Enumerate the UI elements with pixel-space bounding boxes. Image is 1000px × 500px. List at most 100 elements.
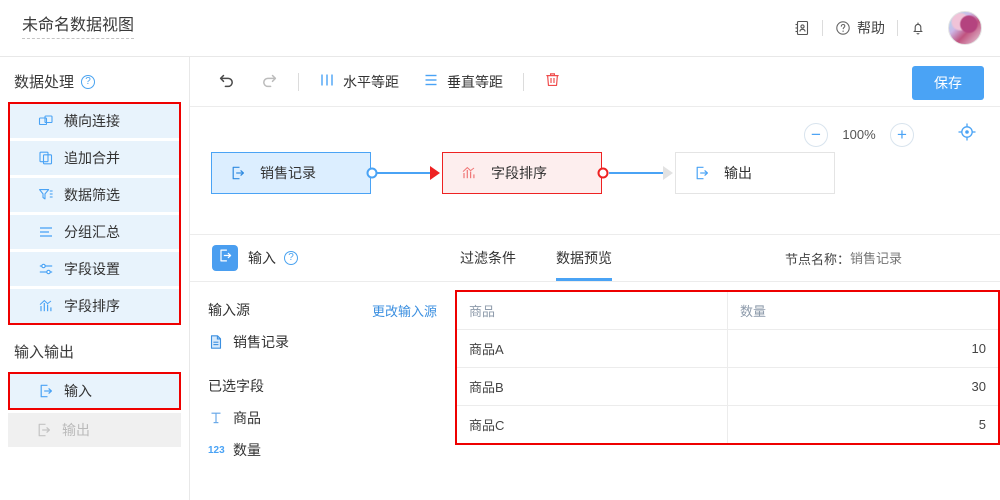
flow-node-sales-record[interactable]: 销售记录 <box>211 152 378 194</box>
node-name-field-group: 节点名称： <box>785 249 1000 268</box>
sidebar-item-append-merge[interactable]: 追加合并 <box>10 141 179 175</box>
flow-arrow-1 <box>430 166 440 180</box>
sidebar-item-input[interactable]: 输入 <box>10 374 179 408</box>
tab-data-preview[interactable]: 数据预览 <box>556 248 612 281</box>
flow-node-label: 销售记录 <box>260 165 316 181</box>
sidebar-item-label: 数据筛选 <box>64 187 120 203</box>
flow-wire-1 <box>377 172 435 174</box>
undo-button[interactable] <box>206 70 248 93</box>
question-circle-icon[interactable]: ? <box>284 251 298 265</box>
sidebar-section-title-io: 输入输出 <box>14 344 75 361</box>
group-summary-icon <box>38 224 54 240</box>
delete-button[interactable] <box>532 71 573 93</box>
document-icon <box>208 334 224 350</box>
horizontal-distribute-label: 水平等距 <box>343 73 399 90</box>
sidebar-item-label: 分组汇总 <box>64 224 120 240</box>
redo-icon <box>260 70 278 93</box>
contacts-icon <box>794 20 810 36</box>
zoom-controls: − 100% + <box>804 121 978 148</box>
sidebar-item-label: 字段排序 <box>64 298 120 314</box>
input-icon <box>218 248 233 268</box>
sidebar-section-data-processing: 数据处理 ? <box>0 57 189 102</box>
notifications-button[interactable] <box>898 20 938 36</box>
input-icon <box>38 383 54 399</box>
panel-right-preview: 商品 数量 商品A 10 商品B 30 <box>455 282 1000 500</box>
detail-panel: 输入 ? 过滤条件 数据预览 节点名称： 输入源 更改输入源 <box>190 235 1000 500</box>
save-button[interactable]: 保存 <box>912 66 984 100</box>
divider <box>523 72 524 91</box>
vertical-distribute-label: 垂直等距 <box>447 73 503 90</box>
source-item[interactable]: 销售记录 <box>208 332 437 352</box>
table-row[interactable]: 商品A 10 <box>456 329 999 368</box>
undo-icon <box>218 70 236 93</box>
flow-node-output[interactable]: 输出 <box>675 152 835 194</box>
filter-icon <box>38 187 54 203</box>
bell-icon <box>910 20 926 36</box>
source-row: 输入源 更改输入源 <box>208 300 437 320</box>
panel-title: 输入 <box>248 250 276 266</box>
node-output-port[interactable] <box>366 167 378 179</box>
sidebar-item-horizontal-join[interactable]: 横向连接 <box>10 104 179 138</box>
field-item-quantity[interactable]: 123 数量 <box>208 440 437 460</box>
plus-icon: + <box>897 125 907 144</box>
contacts-button[interactable] <box>782 20 822 36</box>
column-header-quantity[interactable]: 数量 <box>727 291 999 330</box>
flow-wire-2 <box>609 172 667 174</box>
sidebar-item-label: 输出 <box>62 422 90 438</box>
cell-quantity: 10 <box>727 329 999 368</box>
sidebar-item-field-sort[interactable]: 字段排序 <box>10 289 179 323</box>
panel-node-badge <box>212 245 238 271</box>
fit-to-screen-button[interactable] <box>956 121 978 148</box>
flow-node-field-sort[interactable]: 字段排序 <box>442 152 609 194</box>
table-row[interactable]: 商品B 30 <box>456 367 999 406</box>
question-circle-icon[interactable]: ? <box>81 74 96 89</box>
divider <box>298 72 299 91</box>
flow-canvas[interactable]: − 100% + <box>190 107 1000 235</box>
panel-body: 输入源 更改输入源 销售记录 已选字段 <box>190 282 1000 500</box>
divider <box>822 20 823 36</box>
redo-button[interactable] <box>248 70 290 93</box>
panel-header: 输入 ? 过滤条件 数据预览 节点名称： <box>190 235 1000 282</box>
field-sort-icon <box>461 165 477 181</box>
column-header-product[interactable]: 商品 <box>456 291 728 330</box>
output-icon <box>694 165 710 181</box>
horizontal-distribute-button[interactable]: 水平等距 <box>307 72 411 92</box>
panel-tabs: 过滤条件 数据预览 <box>460 248 612 281</box>
avatar[interactable] <box>948 11 982 45</box>
vertical-distribute-button[interactable]: 垂直等距 <box>411 72 515 92</box>
text-type-icon <box>208 410 224 426</box>
help-button[interactable]: 帮助 <box>823 18 897 38</box>
field-item-product[interactable]: 商品 <box>208 408 437 428</box>
zoom-out-button[interactable]: − <box>804 122 828 147</box>
field-name: 商品 <box>233 410 261 426</box>
change-source-link[interactable]: 更改输入源 <box>371 303 437 319</box>
table-head: 商品 数量 <box>456 291 999 330</box>
sidebar-item-group-summary[interactable]: 分组汇总 <box>10 215 179 249</box>
zoom-in-button[interactable]: + <box>890 122 914 147</box>
minus-icon: − <box>811 125 821 144</box>
flow-node-label: 字段排序 <box>491 165 547 181</box>
horizontal-distribute-icon <box>319 72 335 91</box>
trash-icon <box>544 71 561 93</box>
crosshair-target-icon <box>956 123 978 147</box>
cell-product: 商品B <box>456 367 728 406</box>
output-icon <box>36 422 52 438</box>
node-name-input[interactable] <box>850 251 1000 266</box>
document-title[interactable]: 未命名数据视图 <box>22 17 135 39</box>
field-name: 数量 <box>233 442 261 458</box>
source-name: 销售记录 <box>233 334 289 350</box>
sidebar-item-label: 横向连接 <box>64 113 120 129</box>
help-label: 帮助 <box>857 20 885 36</box>
node-name-label: 节点名称： <box>784 252 850 267</box>
node-output-port[interactable] <box>597 167 609 179</box>
tab-filter-conditions[interactable]: 过滤条件 <box>460 250 516 266</box>
sidebar-section-title: 数据处理 <box>14 74 75 91</box>
sidebar-item-field-settings[interactable]: 字段设置 <box>10 252 179 286</box>
process-group: 横向连接 追加合并 <box>8 102 181 325</box>
left-sidebar: 数据处理 ? 横向连接 追 <box>0 57 190 500</box>
table-row[interactable]: 商品C 5 <box>456 405 999 444</box>
sidebar-item-data-filter[interactable]: 数据筛选 <box>10 178 179 212</box>
cell-product: 商品A <box>456 329 728 368</box>
table-header-row: 商品 数量 <box>456 291 999 330</box>
